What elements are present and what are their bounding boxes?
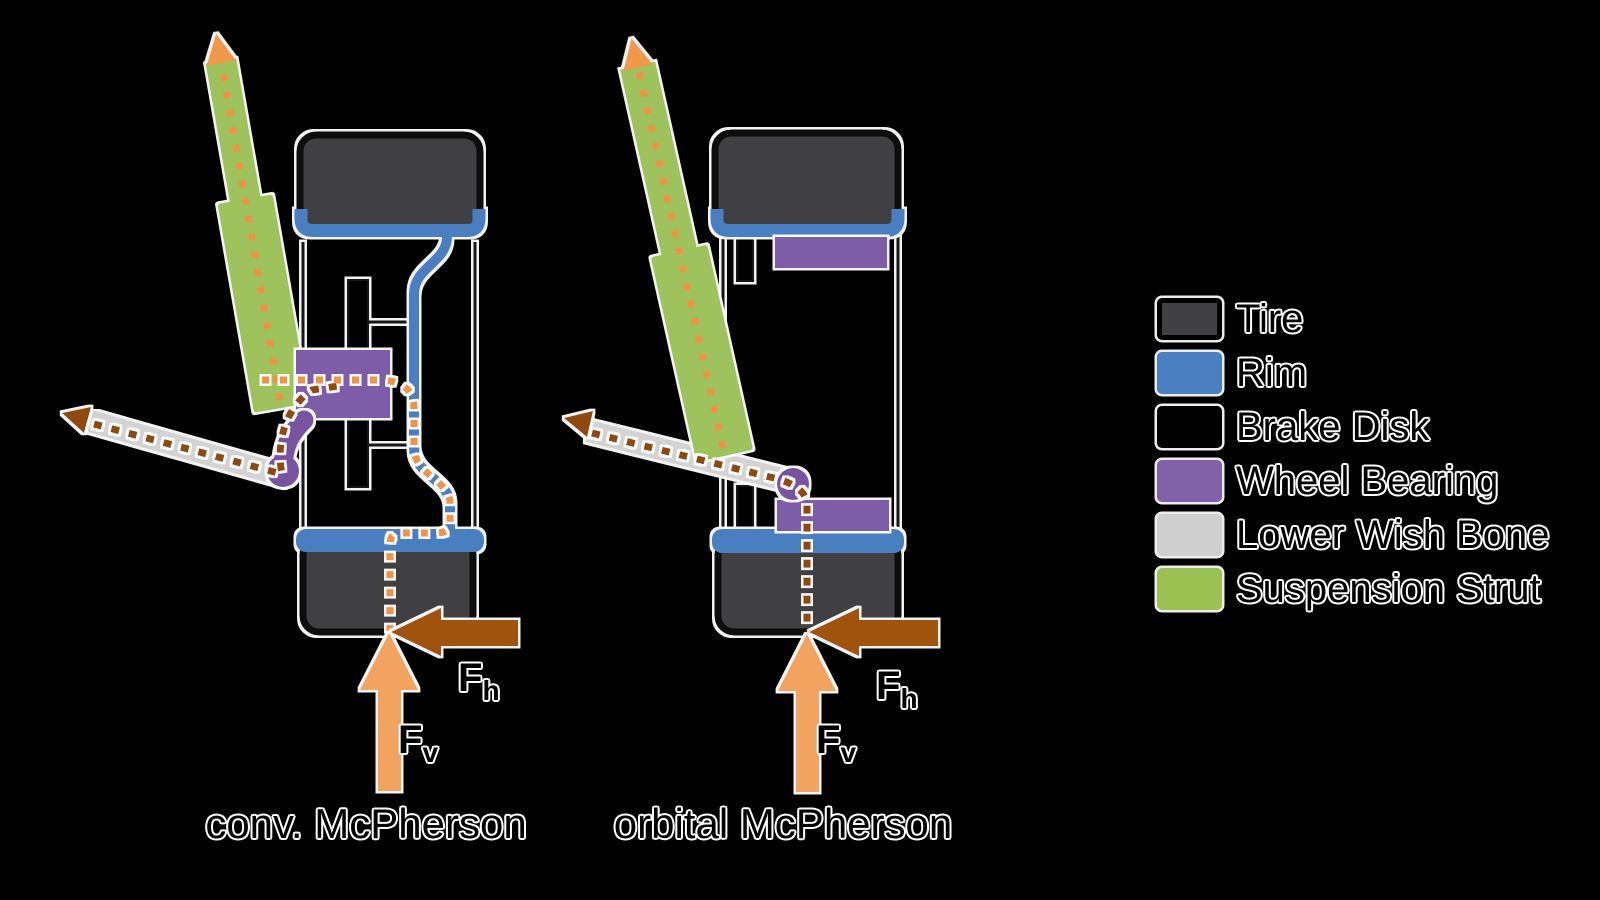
rim-bottom-right (712, 529, 904, 553)
force-subscript: h (900, 683, 918, 714)
legend-item-lower-wish-bone: Lower Wish Bone (1157, 514, 1549, 556)
rim-stem-left (409, 236, 455, 529)
load-path-arrow-right (564, 411, 593, 437)
load-path-wishbone-left (93, 382, 339, 479)
tire-top-right (711, 129, 902, 234)
legend-label: Wheel Bearing (1236, 459, 1499, 503)
force-symbol: F (398, 718, 423, 762)
legend-label: Rim (1236, 351, 1308, 395)
load-paths (62, 376, 811, 631)
rim-top-right (710, 209, 905, 237)
legend-label: Brake Disk (1236, 405, 1430, 449)
load-path-wishbone-right (591, 429, 811, 630)
fv-arrow-right (778, 634, 836, 792)
legend-item-brake-disk: Brake Disk (1157, 406, 1429, 448)
force-symbol: F (458, 656, 483, 700)
force-subscript: v (422, 737, 439, 768)
lower-wishbones (87, 410, 793, 492)
force-label-fh-left: Fh (458, 656, 500, 707)
tire-bottom-left (299, 534, 477, 636)
brake-disk-swatch (1157, 406, 1222, 448)
caption-orbital-mcpherson: orbital McPherson (613, 800, 953, 847)
suspension-strut-left (205, 33, 309, 413)
force-label-fh-right: Fh (876, 664, 918, 715)
lower-wishbone-left (87, 410, 291, 488)
legend-item-tire: Tire (1157, 298, 1303, 340)
legend-item-suspension-strut: Suspension Strut (1157, 568, 1541, 610)
brake-disk-outline-right (721, 232, 900, 533)
legend-label: Tire (1236, 297, 1304, 341)
force-subscript: h (482, 675, 500, 706)
rim-swatch (1157, 352, 1222, 394)
suspension-strut-swatch (1157, 568, 1222, 610)
force-label-fv-left: Fv (398, 718, 438, 769)
wheel-bearing-right-top (775, 237, 887, 268)
force-symbol: F (816, 718, 841, 762)
force-label-fv-right: Fv (816, 718, 856, 769)
caption-conv-mcpherson: conv. McPherson (205, 800, 527, 847)
force-subscript: v (840, 737, 857, 768)
rim-top-left (294, 209, 486, 237)
legend-label: Suspension Strut (1236, 567, 1541, 611)
lower-wishbone-right (585, 420, 793, 492)
fv-arrow-left (360, 633, 418, 791)
force-symbol: F (876, 664, 901, 708)
legend-item-wheel-bearing: Wheel Bearing (1157, 460, 1498, 502)
wheel-bearing-right-bottom (777, 500, 889, 531)
load-path-strut-left (262, 376, 454, 631)
wheel-bearing-left (296, 350, 390, 418)
force-arrows (360, 608, 938, 792)
legend-label: Lower Wish Bone (1236, 513, 1550, 557)
lower-wish-bone-swatch (1157, 514, 1222, 556)
legend-item-rim: Rim (1157, 352, 1307, 394)
tire-top-left (296, 131, 484, 236)
suspension-strut-right (620, 38, 753, 462)
fh-arrow-right (809, 608, 938, 656)
wheel-bearings (296, 237, 889, 531)
fh-arrow-left (391, 608, 518, 656)
load-path-arrow-left (62, 407, 91, 433)
wheel-bearing-swatch (1157, 460, 1222, 502)
tire-swatch (1157, 298, 1222, 340)
ball-joint-left (267, 455, 299, 487)
